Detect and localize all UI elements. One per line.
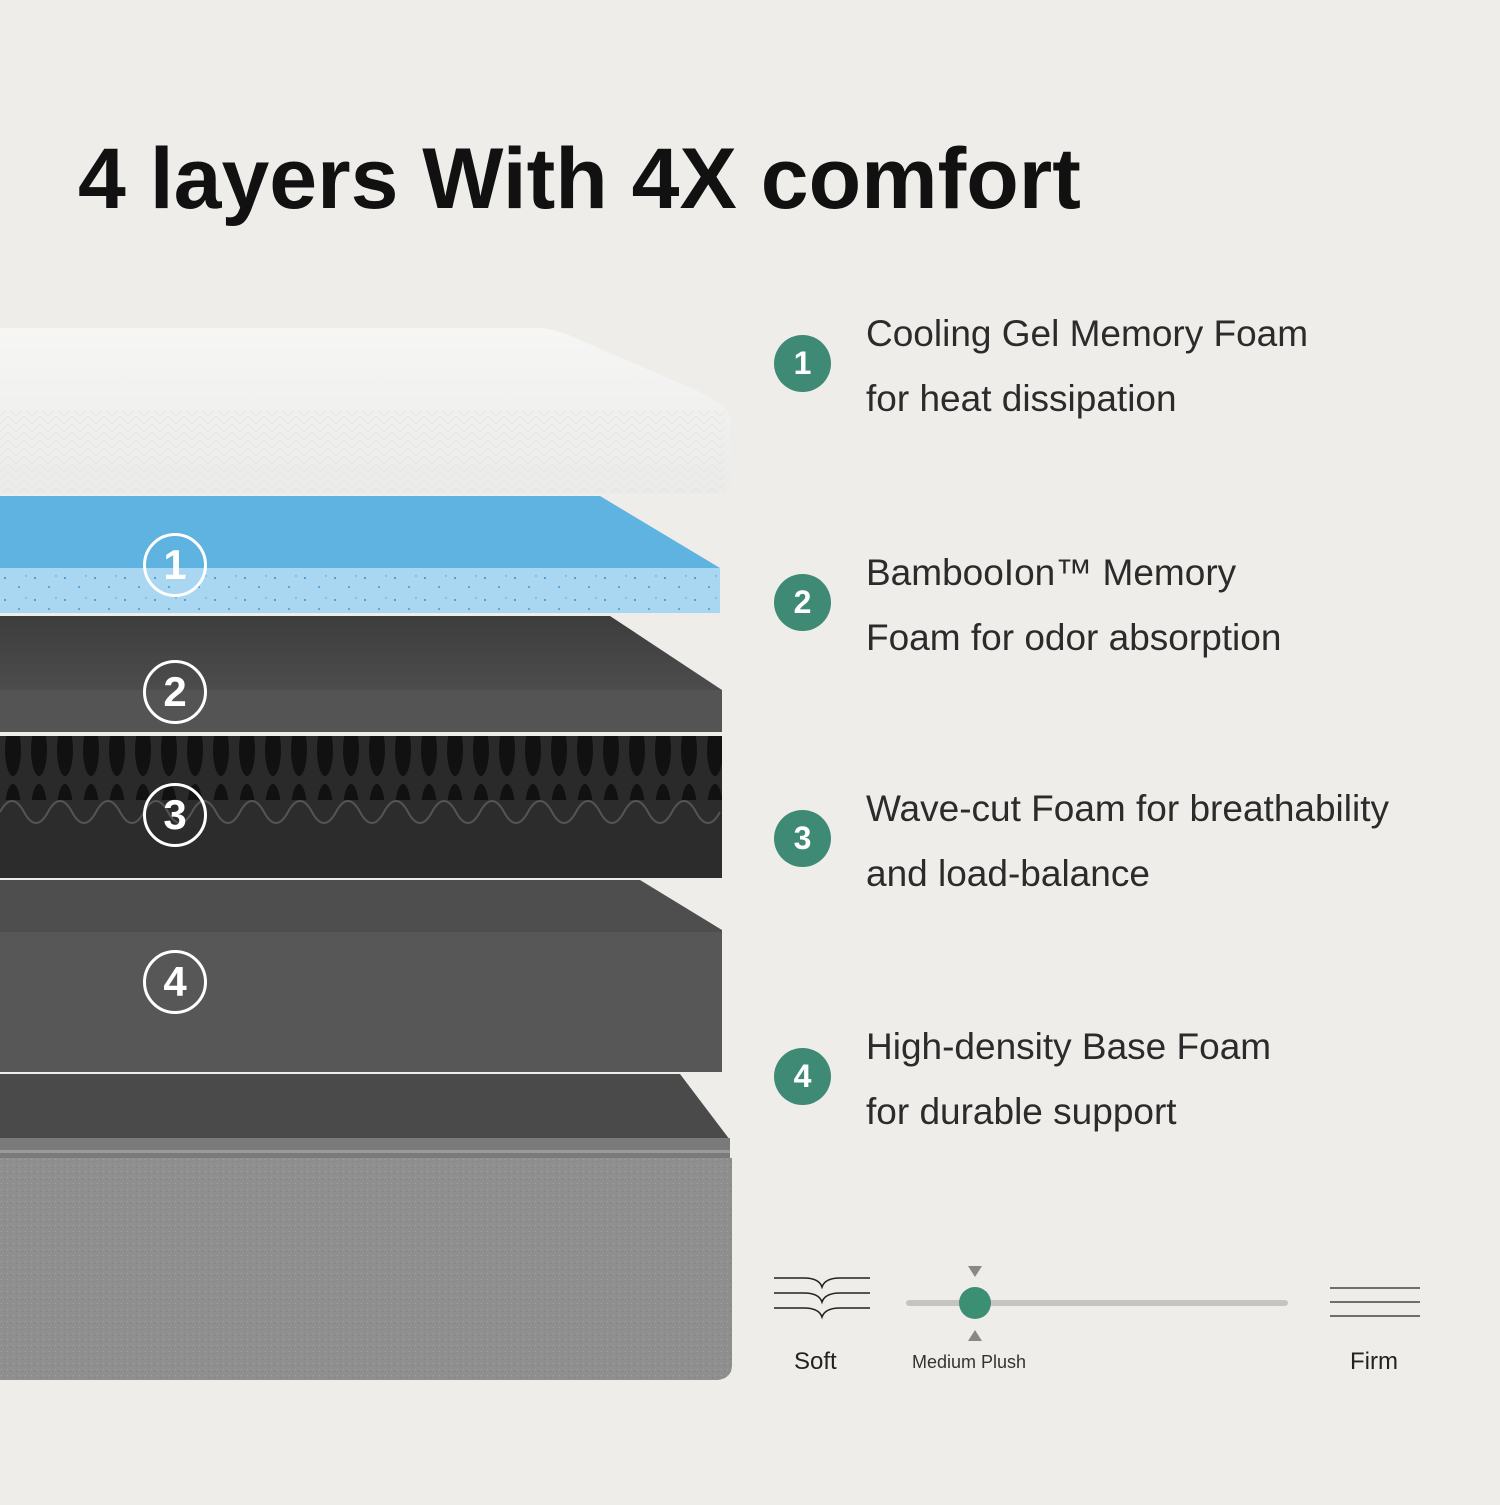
mattress-illustration-graphic bbox=[0, 328, 732, 1380]
firmness-scale: Soft Medium Plush Firm bbox=[770, 1260, 1450, 1390]
firmness-indicator-knob bbox=[959, 1287, 991, 1319]
feature-description: for durable support bbox=[866, 1091, 1177, 1132]
feature-title: High-density Base Foam bbox=[866, 1026, 1272, 1067]
feature-description: and load-balance bbox=[866, 853, 1150, 894]
feature-description: for heat dissipation bbox=[866, 378, 1177, 419]
layer-badge-1: 1 bbox=[143, 533, 207, 597]
marker-arrow-up-icon bbox=[968, 1330, 982, 1341]
mattress-layers-illustration: 1 2 3 4 bbox=[0, 328, 732, 1380]
feature-number-badge: 2 bbox=[774, 574, 831, 631]
page-title: 4 layers With 4X comfort bbox=[78, 130, 1081, 227]
feature-title: Cooling Gel Memory Foam bbox=[866, 313, 1309, 354]
firm-label: Firm bbox=[1350, 1348, 1398, 1375]
selected-firmness-label: Medium Plush bbox=[912, 1352, 1027, 1372]
feature-title: Wave-cut Foam for breathability bbox=[866, 788, 1389, 829]
feature-number-badge: 3 bbox=[774, 810, 831, 867]
feature-number-badge: 4 bbox=[774, 1048, 831, 1105]
firmness-track bbox=[906, 1300, 1288, 1306]
feature-description: Foam for odor absorption bbox=[866, 617, 1282, 658]
layer-badge-2: 2 bbox=[143, 660, 207, 724]
feature-title: BambooIon™ Memory bbox=[866, 552, 1237, 593]
feature-number-badge: 1 bbox=[774, 335, 831, 392]
straight-lines-icon bbox=[1330, 1287, 1420, 1317]
wavy-lines-icon bbox=[774, 1277, 870, 1320]
layer-badge-4: 4 bbox=[143, 950, 207, 1014]
marker-arrow-down-icon bbox=[968, 1266, 982, 1277]
layer-badge-3: 3 bbox=[143, 783, 207, 847]
soft-label: Soft bbox=[794, 1348, 837, 1375]
